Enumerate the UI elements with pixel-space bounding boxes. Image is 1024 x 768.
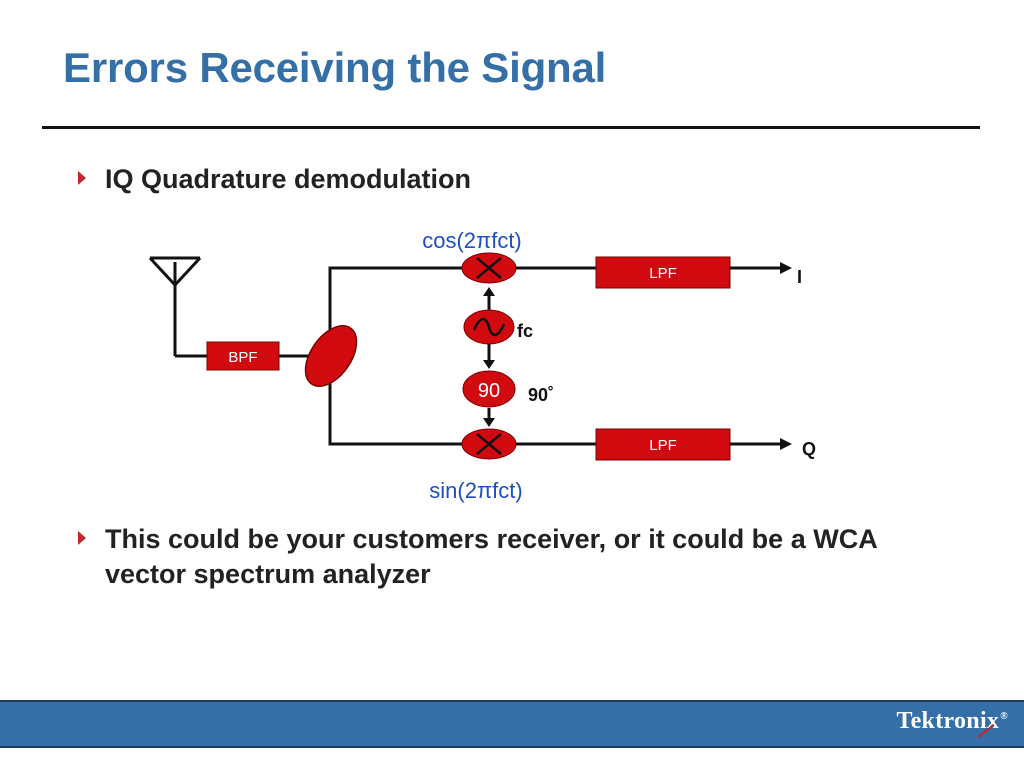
oscillator-icon [463, 309, 515, 345]
bullet-text-2: This could be your customers receiver, o… [105, 524, 877, 589]
bullet-text-1: IQ Quadrature demodulation [105, 164, 472, 194]
bpf-label: BPF [228, 349, 257, 366]
sin-carrier-label: sin(2πfct) [429, 478, 522, 503]
arrow-to-top-mixer [483, 287, 495, 296]
arrowheads [483, 262, 792, 450]
signal-wires [175, 266, 780, 446]
phase-label: 90˚ [528, 385, 554, 405]
bullet-arrow-icon [78, 531, 86, 545]
top-mixer-icon [461, 252, 517, 284]
title-divider [42, 126, 980, 129]
arrow-to-phase [483, 360, 495, 369]
arrow-to-bottom-mixer [483, 418, 495, 427]
arrow-output-i [780, 262, 792, 274]
logo-registered-mark: ® [1000, 711, 1008, 722]
bpf-block [206, 341, 280, 371]
output-q-label: Q [802, 439, 816, 459]
arrow-output-q [780, 438, 792, 450]
phase-block-label: 90 [478, 380, 500, 402]
footer-bar: Tektronix® [0, 700, 1024, 748]
lpf-bottom-label: LPF [649, 437, 677, 454]
tektronix-logo: Tektronix® [896, 708, 1008, 735]
output-i-label: I [797, 267, 802, 287]
lpf-bottom-block [595, 428, 731, 461]
bullet-item-1: IQ Quadrature demodulation [78, 162, 471, 197]
lpf-top-label: LPF [649, 265, 677, 282]
logo-text: Tektronix [896, 708, 1000, 734]
bullet-arrow-icon [78, 171, 86, 185]
splitter-icon [304, 325, 358, 387]
slide-title: Errors Receiving the Signal [63, 44, 607, 91]
bottom-mixer-icon [461, 428, 517, 460]
cos-carrier-label: cos(2πfct) [422, 228, 522, 253]
antenna-icon [148, 256, 202, 356]
lpf-top-block [595, 256, 731, 289]
phase-shift-block [462, 370, 516, 408]
bullet-item-2: This could be your customers receiver, o… [78, 522, 958, 592]
oscillator-label: fc [517, 321, 533, 341]
